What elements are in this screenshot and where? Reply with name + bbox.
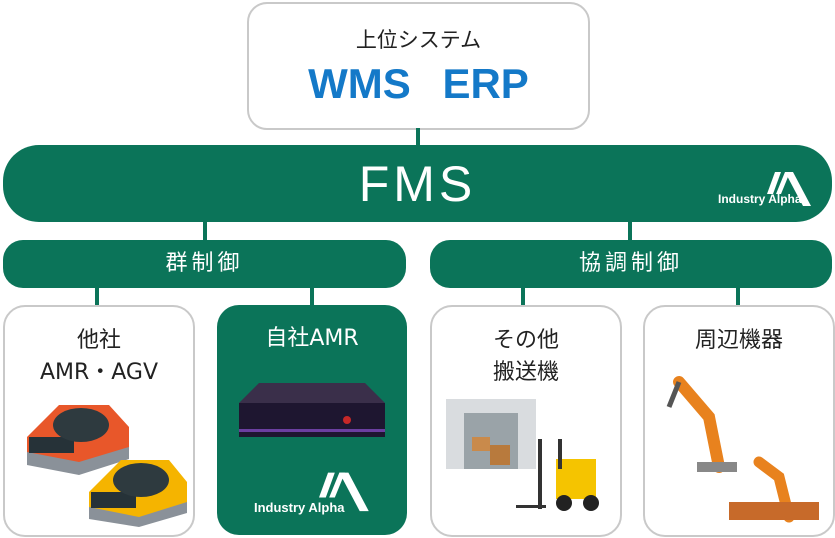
card-own-amr: 自社AMR Industry Alpha bbox=[217, 305, 407, 535]
card-peripheral-equipment: 周辺機器 bbox=[643, 305, 835, 537]
fms-bar: FMS Industry Alpha bbox=[3, 145, 832, 222]
card-title: その他 搬送機 bbox=[432, 325, 620, 389]
card-title-line2: AMR・AGV bbox=[39, 360, 159, 385]
connector-line bbox=[736, 288, 740, 306]
card-title: 自社AMR bbox=[265, 326, 359, 351]
fms-logo-text: Industry Alpha bbox=[718, 192, 802, 206]
own-amr-illustration bbox=[239, 383, 385, 437]
group-control-bar: 群制御 bbox=[3, 240, 406, 288]
connector-line bbox=[203, 222, 207, 241]
connector-line bbox=[521, 288, 525, 306]
robot-arm-illustration bbox=[666, 376, 819, 523]
connector-line bbox=[310, 288, 314, 306]
upper-system-names: WMS ERP bbox=[308, 60, 529, 107]
elevator-forklift-illustration bbox=[446, 399, 599, 511]
card-other-amr-agv: 他社 AMR・AGV bbox=[3, 305, 195, 537]
card-logo-text: Industry Alpha bbox=[254, 500, 345, 515]
fms-label: FMS bbox=[358, 156, 477, 212]
card-title: 周辺機器 bbox=[694, 328, 783, 353]
agv-robots-illustration bbox=[27, 405, 187, 527]
connector-line bbox=[628, 222, 632, 241]
card-title: 他社 AMR・AGV bbox=[5, 325, 193, 389]
card-other-conveyors: その他 搬送機 bbox=[430, 305, 622, 537]
card-title-line1: その他 bbox=[492, 328, 559, 353]
upper-system-box: 上位システム WMS ERP bbox=[247, 2, 590, 130]
connector-line bbox=[416, 128, 420, 146]
cooperative-control-bar: 協調制御 bbox=[430, 240, 832, 288]
card-title-line2: 搬送機 bbox=[492, 360, 559, 385]
alpha-mark-icon bbox=[767, 172, 811, 206]
alpha-mark-icon bbox=[319, 472, 369, 512]
connector-line bbox=[95, 288, 99, 306]
card-title-line1: 他社 bbox=[76, 328, 121, 353]
upper-system-title: 上位システム bbox=[355, 28, 482, 52]
